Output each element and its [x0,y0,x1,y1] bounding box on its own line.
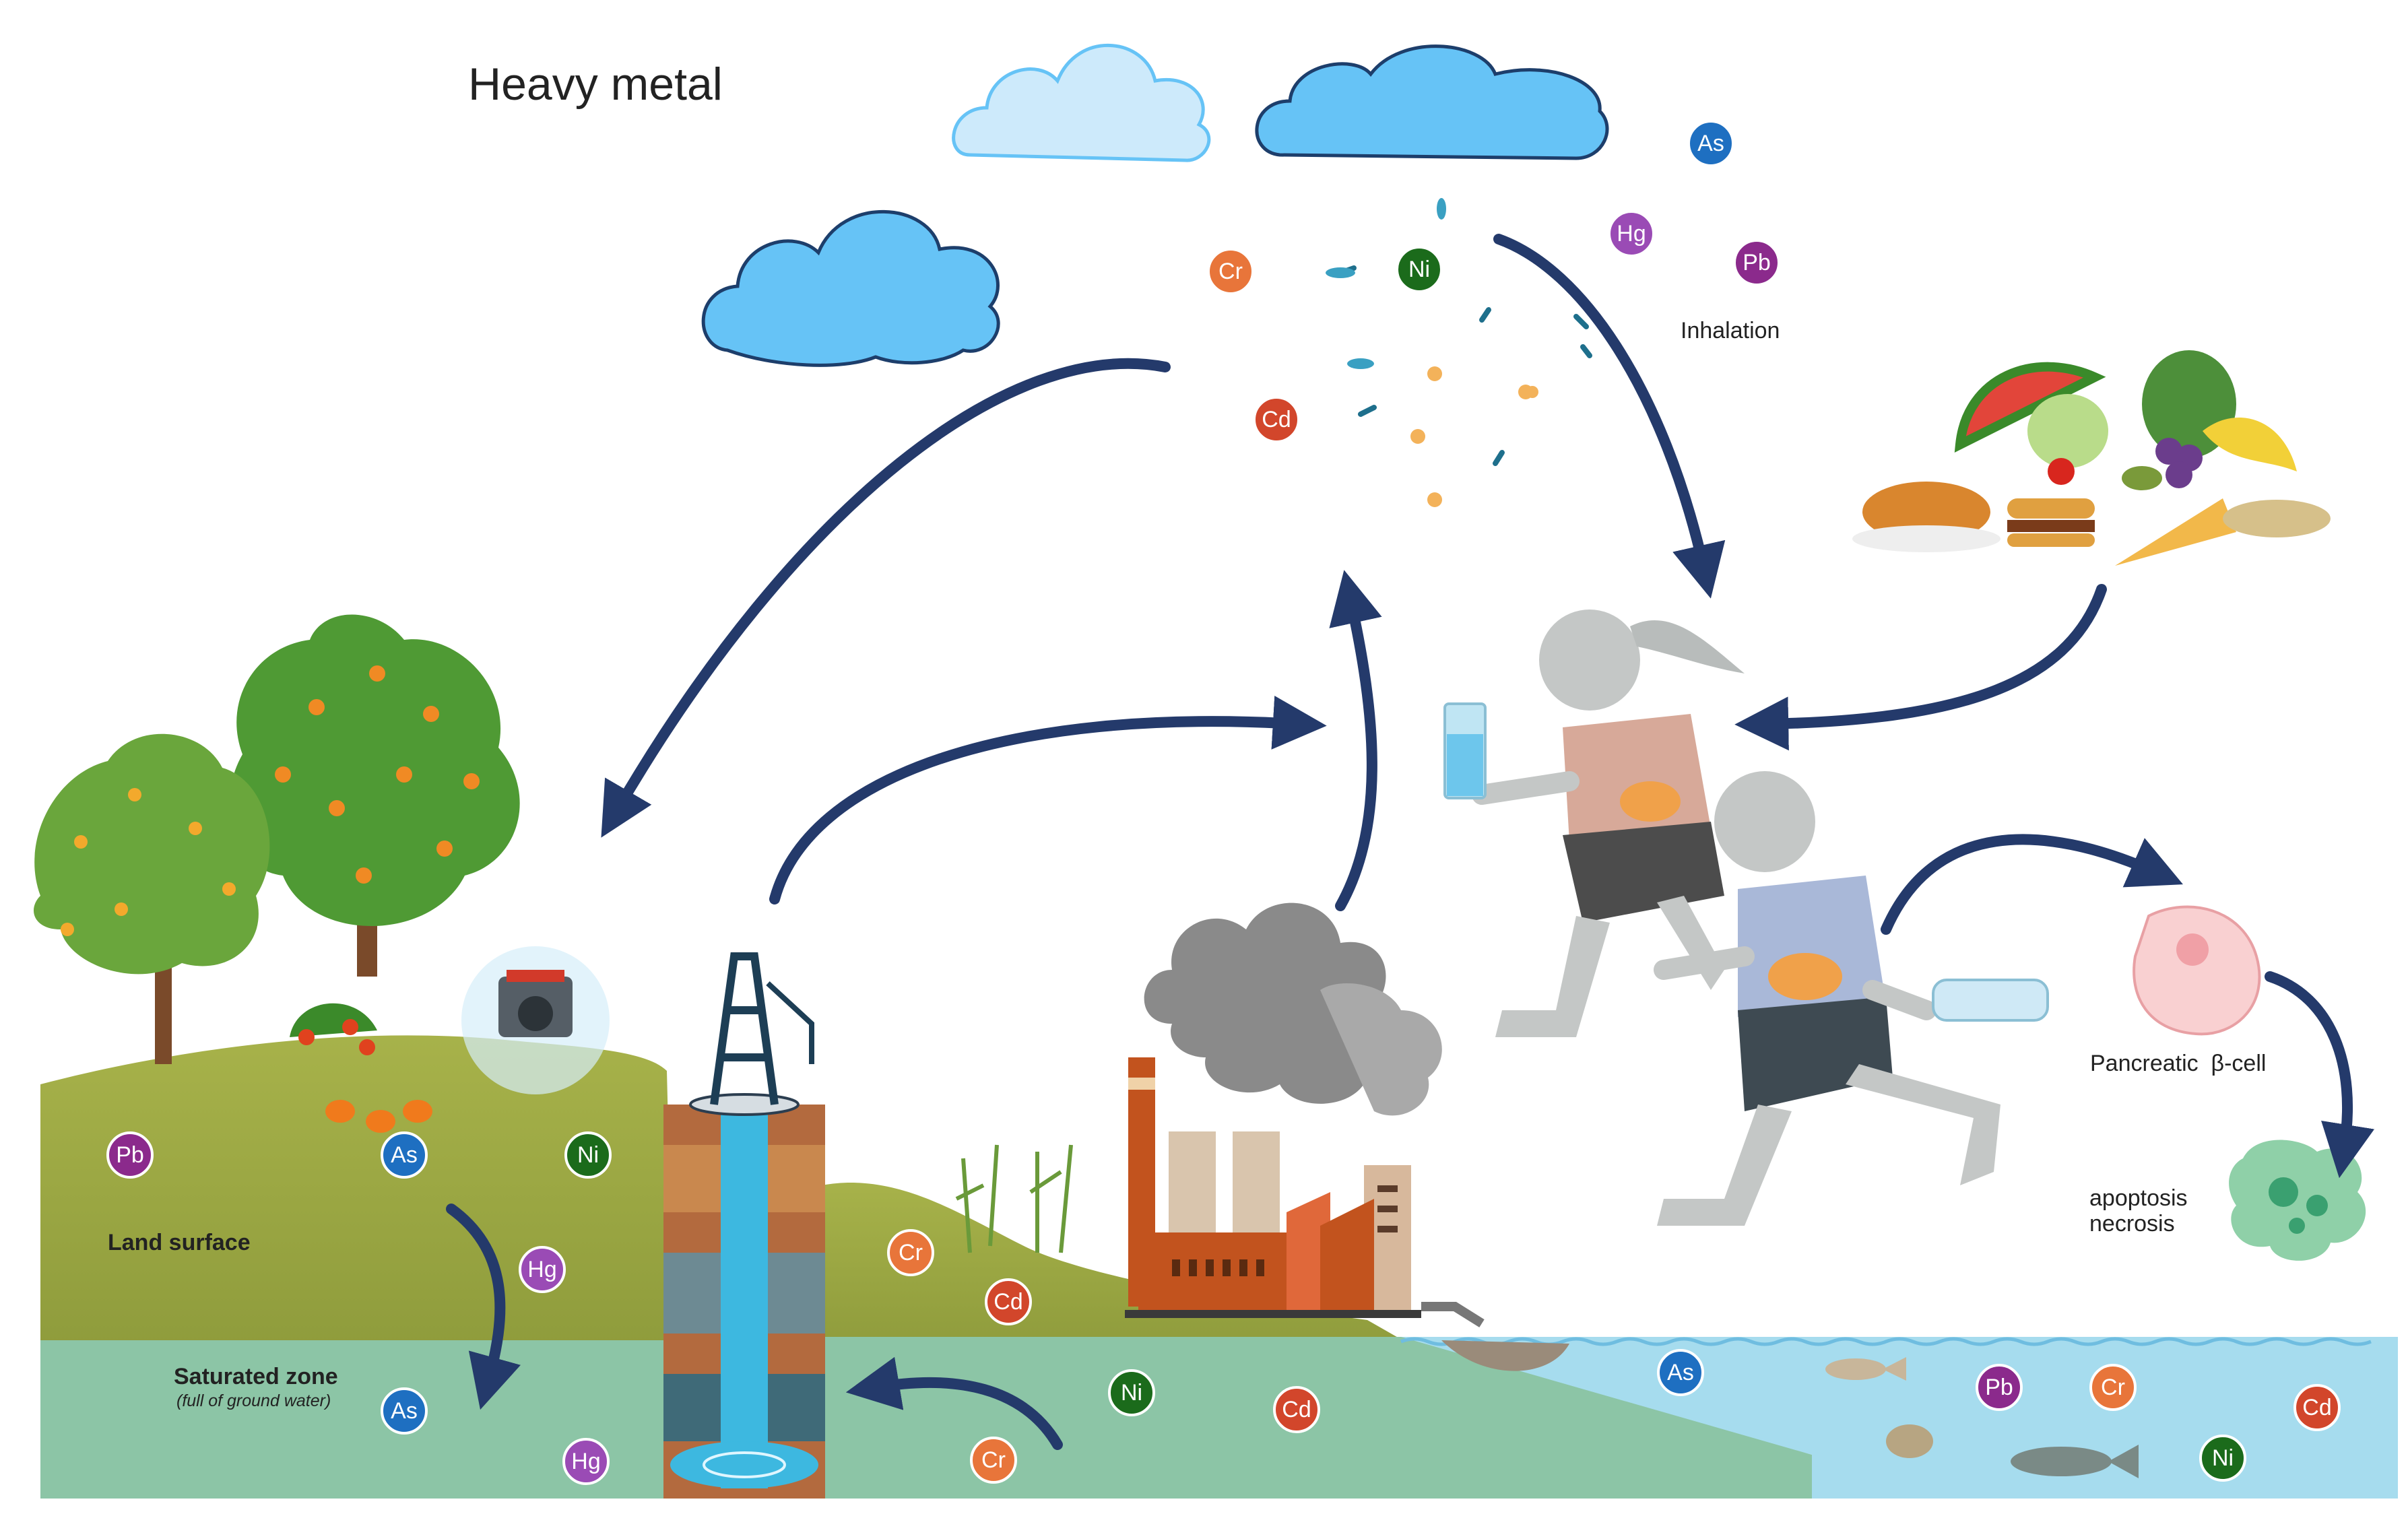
svg-text:Cr: Cr [899,1240,923,1265]
metal-badge-hg: Hg [519,1246,566,1293]
crops-icon [290,1003,432,1133]
metal-badge-as: As [381,1131,428,1179]
cloud-icon [701,209,1000,367]
metal-badge-cr: Cr [970,1437,1017,1484]
water-well-icon [663,952,825,1499]
metal-badge-cr: Cr [1207,248,1254,295]
bacteria-icon [1326,198,1592,466]
arrow-factory-to-air [1329,570,1382,911]
land-surface-hill [40,1035,674,1347]
metal-badge-ni: Ni [2199,1435,2246,1482]
metal-badge-cd: Cd [985,1278,1032,1325]
metal-badge-ni: Ni [1108,1369,1155,1416]
metal-badge-cd: Cd [2293,1384,2341,1431]
svg-text:Cd: Cd [994,1289,1022,1315]
metal-badge-ni: Ni [564,1131,612,1179]
airborne-particles [1410,366,1538,507]
svg-text:Cd: Cd [1262,407,1291,432]
arrow-pancreas-to-cell [1881,834,2183,935]
arrow-air-to-land [601,358,1171,838]
apoptosis-label: apoptosis [2089,1185,2188,1211]
svg-text:Ni: Ni [1121,1380,1142,1406]
saturated-zone-note: (full of ground water) [176,1391,331,1410]
metal-badge-pb: Pb [106,1131,154,1179]
svg-text:Hg: Hg [1617,221,1646,246]
svg-text:As: As [391,1398,418,1424]
arrow-well-to-air [769,696,1327,904]
metal-badge-as: As [1657,1349,1704,1396]
svg-text:Cd: Cd [1282,1397,1311,1422]
metal-badge-hg: Hg [1608,210,1655,257]
pancreatic-beta-cell-icon [2133,905,2261,1036]
girl-figure [1443,610,1745,1037]
svg-text:Cr: Cr [1218,259,1243,284]
svg-text:Hg: Hg [527,1257,556,1282]
pancreatic-cell-label: Pancreatic β-cell [2090,1051,2266,1076]
metal-badge-cd: Cd [1253,396,1300,443]
boy-figure [1654,771,2049,1226]
metal-badge-cd: Cd [1273,1386,1320,1433]
cloud-icon [952,44,1211,162]
svg-text:As: As [1697,131,1724,156]
svg-text:Pb: Pb [1743,250,1771,275]
svg-text:Pb: Pb [116,1142,144,1168]
metal-badge-pb: Pb [1976,1364,2023,1411]
diagram-title: Heavy metal [468,59,723,110]
fish-icon [1825,1357,2139,1478]
metal-badge-as: As [381,1387,428,1435]
inhalation-label: Inhalation [1681,318,1780,343]
arrow-inhalation [1493,234,1726,599]
svg-text:Pb: Pb [1985,1375,2013,1400]
food-icon [1852,350,2331,566]
svg-text:Hg: Hg [571,1449,600,1474]
arrow-land-to-groundwater [446,1204,521,1410]
svg-text:Cd: Cd [2302,1395,2331,1420]
lemon-tree-icon [34,733,270,1064]
apoptotic-cell-icon [2229,1140,2366,1261]
saturated-zone-label: Saturated zone [174,1364,338,1389]
metal-badge-pb: Pb [1733,239,1780,286]
water-ripple [1400,1337,2372,1346]
necrosis-label: necrosis [2089,1211,2175,1237]
metal-badge-cr: Cr [2089,1364,2137,1411]
tractor-icon [461,946,610,1094]
svg-text:Ni: Ni [2212,1445,2234,1471]
surface-water [1401,1337,2398,1499]
metal-badge-as: As [1687,120,1734,167]
factory-icon [1125,902,1569,1371]
svg-text:Ni: Ni [577,1142,599,1168]
arrow-food-to-children [1734,584,2107,751]
svg-text:As: As [391,1142,418,1168]
metal-badge-hg: Hg [562,1438,610,1485]
cloud-icon [1255,44,1609,160]
arrow-cell-to-apoptosis [2265,971,2375,1179]
land-surface-label: Land surface [108,1230,251,1255]
arrow-groundwater-to-well [845,1356,1063,1450]
metal-badge-cr: Cr [887,1229,934,1276]
corn-plants-icon [955,1144,1073,1253]
orange-tree-icon [229,614,520,977]
svg-text:Ni: Ni [1408,257,1430,282]
metal-badge-ni: Ni [1396,246,1443,293]
svg-text:Cr: Cr [981,1447,1006,1473]
svg-text:Cr: Cr [2101,1375,2125,1400]
svg-text:As: As [1667,1360,1694,1385]
